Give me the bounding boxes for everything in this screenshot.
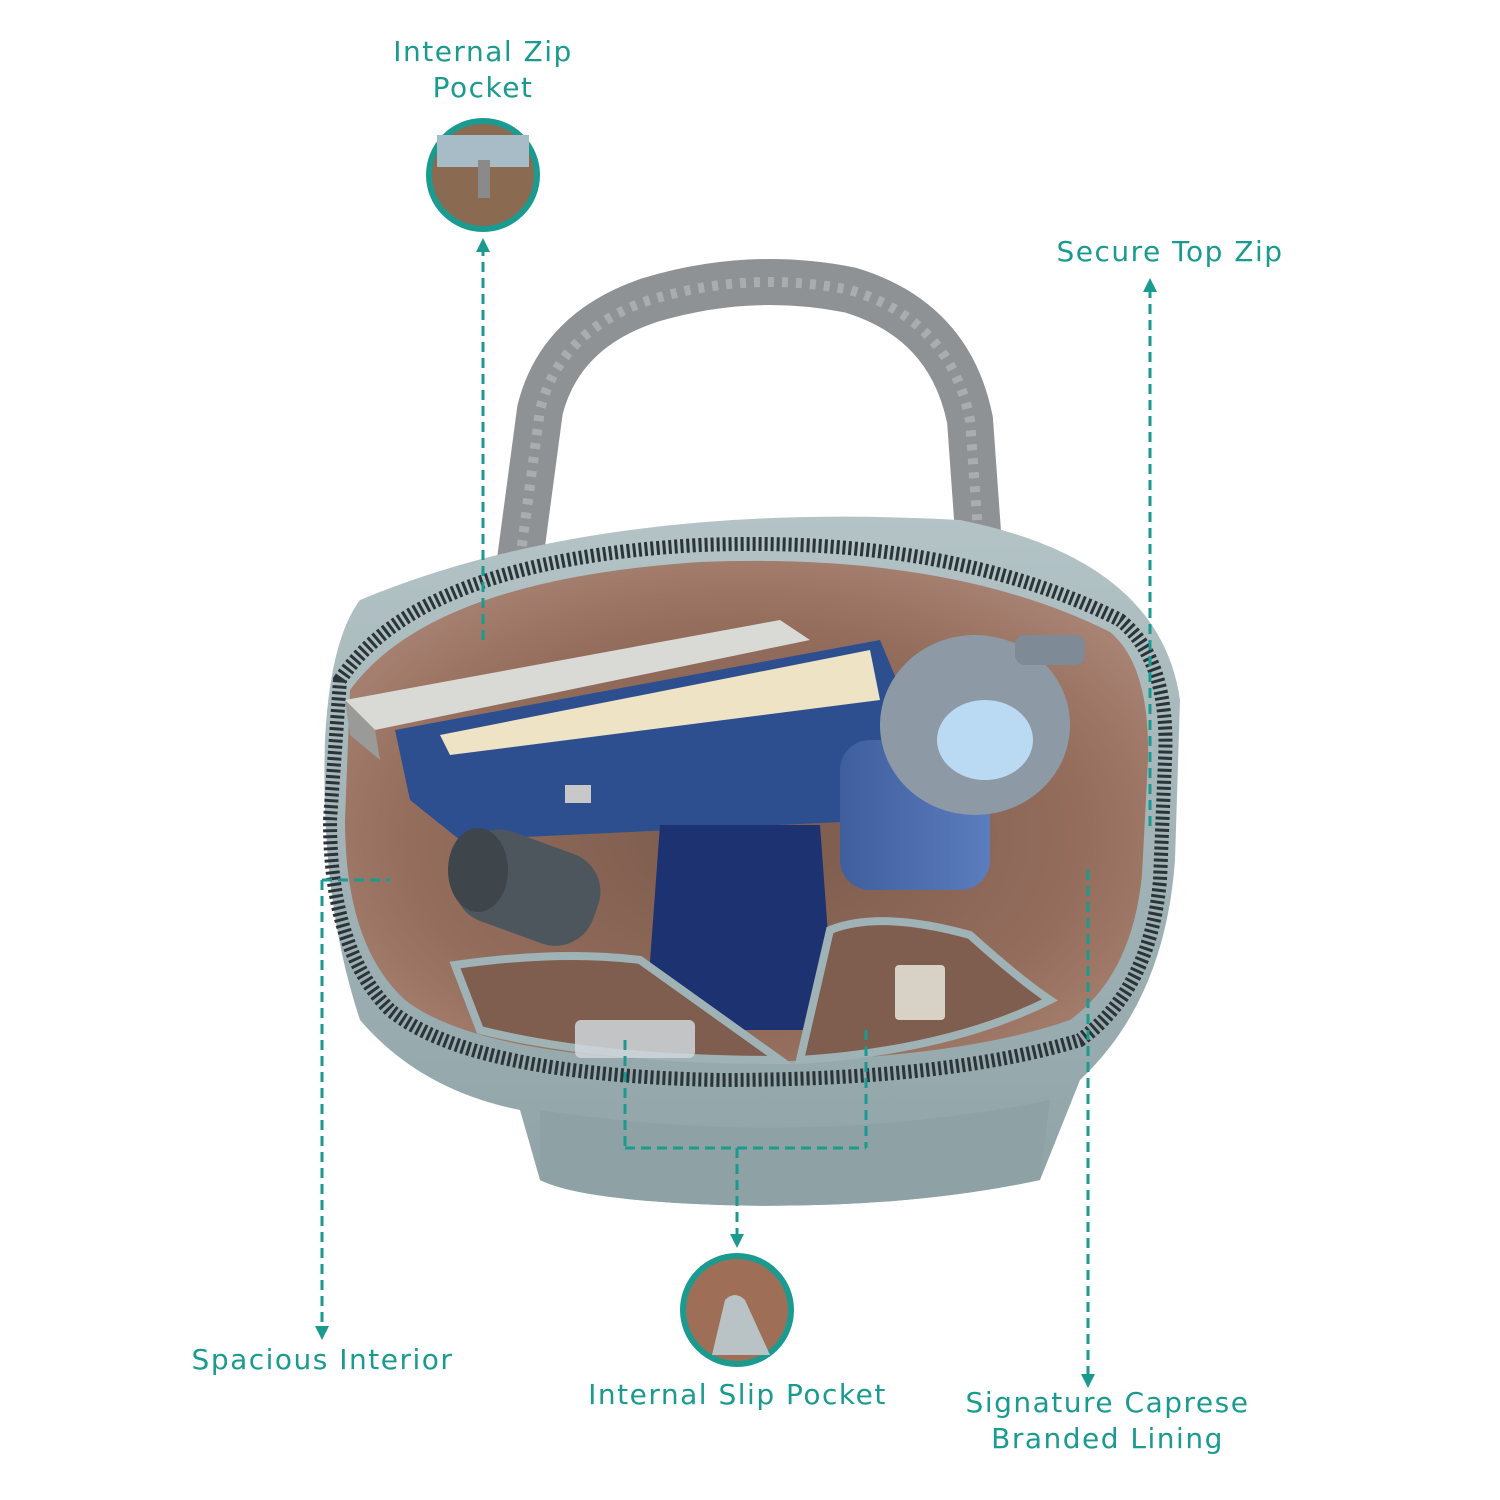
internal-zip-pocket-line1: Internal Zip bbox=[393, 35, 573, 68]
internal-zip-pocket-callout bbox=[426, 118, 540, 640]
notebook-grey bbox=[345, 620, 810, 760]
small-bottle bbox=[448, 828, 601, 946]
internal-zip-pocket-label: Internal Zip Pocket bbox=[383, 34, 583, 106]
phone bbox=[645, 825, 835, 1030]
spacious-interior-callout bbox=[315, 878, 390, 1340]
internal-slip-pocket-callout bbox=[623, 1030, 868, 1367]
water-bottle bbox=[840, 635, 1085, 890]
internal-slip-pocket-label: Internal Slip Pocket bbox=[585, 1377, 890, 1413]
internal-zip-pocket-line2: Pocket bbox=[432, 71, 534, 104]
spacious-interior-line1: Spacious Interior bbox=[191, 1343, 454, 1376]
slip-pockets bbox=[449, 917, 1058, 1065]
secure-top-zip-callout bbox=[1143, 278, 1157, 830]
signature-lining-label: Signature Caprese Branded Lining bbox=[965, 1385, 1250, 1457]
signature-lining-callout bbox=[1081, 870, 1095, 1388]
internal-slip-pocket-line1: Internal Slip Pocket bbox=[588, 1378, 887, 1411]
signature-lining-line1: Signature Caprese bbox=[965, 1386, 1250, 1419]
secure-top-zip-line1: Secure Top Zip bbox=[1056, 235, 1284, 268]
secure-top-zip-label: Secure Top Zip bbox=[1050, 234, 1290, 270]
notebook-blue bbox=[395, 640, 915, 840]
signature-lining-line2: Branded Lining bbox=[991, 1422, 1224, 1455]
bag-handle bbox=[497, 259, 1003, 564]
spacious-interior-label: Spacious Interior bbox=[190, 1342, 455, 1378]
top-zipper bbox=[322, 536, 1173, 1088]
